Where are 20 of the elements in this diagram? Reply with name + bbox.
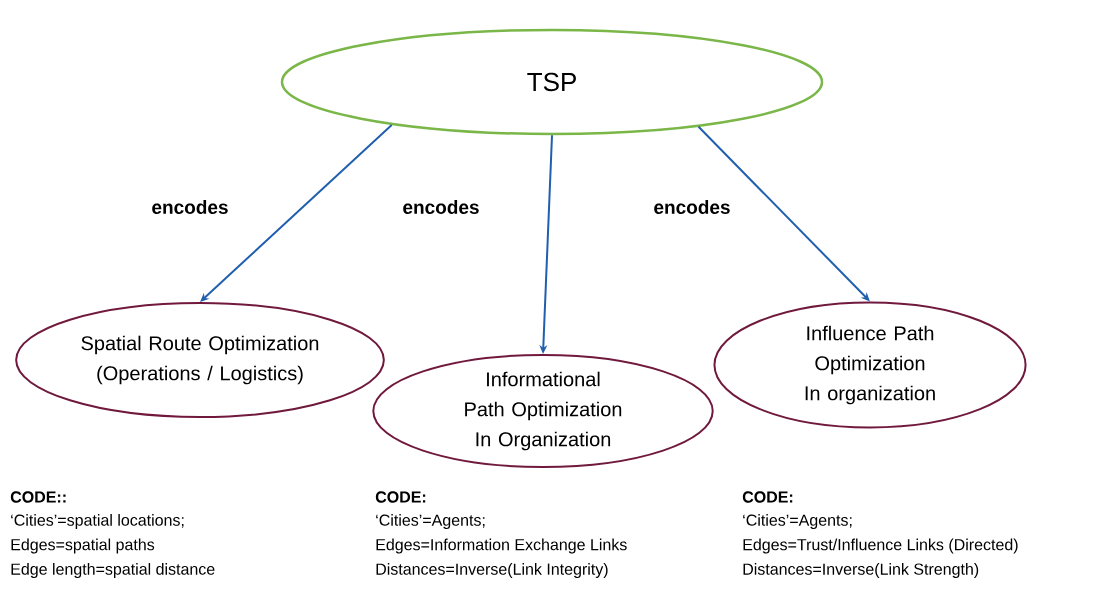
code-heading: CODE: — [742, 491, 793, 503]
code-line: ‘Cities’=Agents; — [743, 514, 852, 529]
edge-label: encodes — [403, 200, 479, 214]
ellipse-node: TSP — [280, 28, 824, 136]
code-line: Edges=spatial paths — [11, 538, 155, 554]
code-heading: CODE:: — [10, 491, 66, 503]
code-line: Distances=Inverse(Link Strength) — [743, 563, 979, 578]
code-line: ‘Cities’=spatial locations; — [11, 514, 184, 529]
code-line: Edge length=spatial distance — [11, 563, 215, 578]
code-line: Edges=Information Exchange Links — [376, 538, 627, 554]
edge-label: encodes — [654, 200, 730, 214]
code-line: Distances=Inverse(Link Integrity) — [376, 563, 608, 578]
edge-label: encodes — [152, 200, 228, 214]
ellipse-node: Influence Path Optimization In organization — [713, 301, 1027, 429]
code-line: ‘Cities’=Agents; — [376, 514, 485, 529]
ellipse-node: Spatial Route Optimization (Operations / Logistics) — [15, 302, 385, 418]
code-line: Edges=Trust/Influence Links (Directed) — [743, 538, 1018, 554]
arrow — [200, 123, 393, 302]
code-heading: CODE: — [375, 491, 426, 503]
ellipse-node: Informational Path Optimization In Organization — [372, 354, 714, 468]
